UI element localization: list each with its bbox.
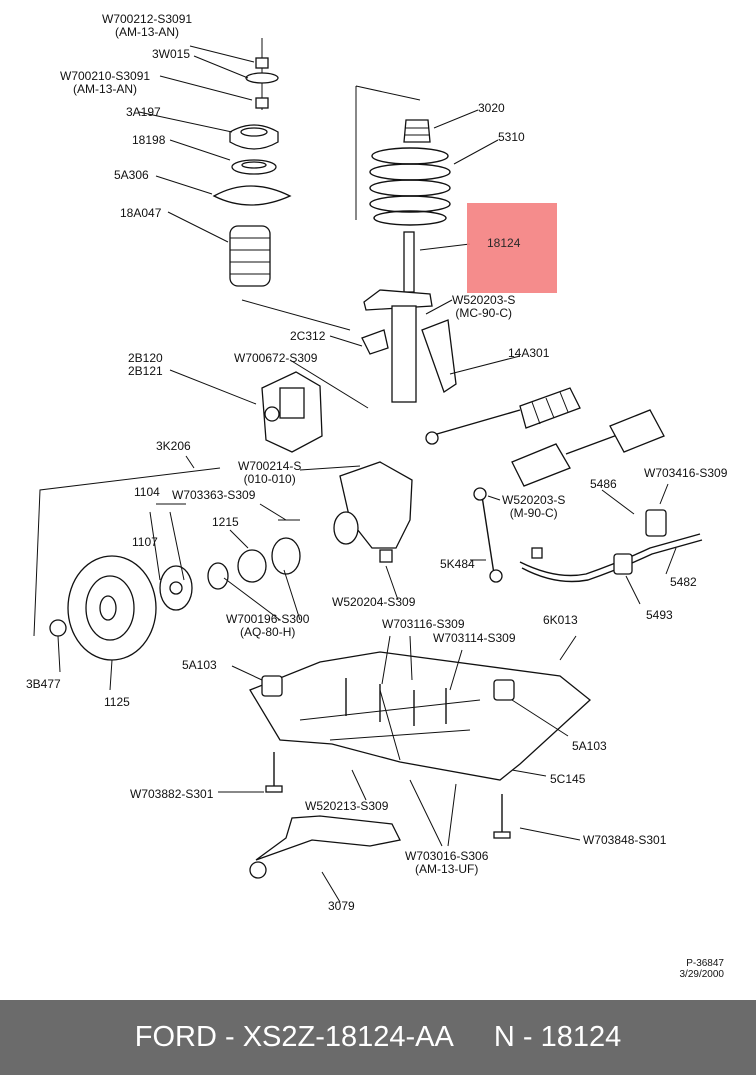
label-w703416: W703416-S309: [644, 466, 728, 480]
lower-control-arm-icon: [249, 815, 401, 879]
caliper-icon: [261, 371, 323, 453]
label-w520203-m: W520203-S(M-90-C): [502, 494, 565, 520]
label-1125: 1125: [104, 695, 130, 709]
label-6k013: 6K013: [543, 613, 578, 627]
brake-rotor-icon: [49, 555, 157, 661]
footer-reference: N - 18124: [493, 1021, 622, 1053]
label-w703363: W703363-S309: [172, 488, 256, 502]
label-line: 2B121: [128, 364, 163, 378]
label-3k206: 3K206: [156, 439, 191, 453]
footer-part-number: FORD - XS2Z-18124-AA: [134, 1021, 454, 1053]
label-w703016: W703016-S306(AM-13-UF): [405, 850, 488, 876]
label-w703114: W703114-S309: [433, 631, 516, 645]
shock-absorber-icon: [363, 231, 457, 403]
highlight-box: 18124: [467, 203, 557, 293]
tie-rod-icon: [425, 387, 581, 445]
label-line: (AM-13-AN): [73, 82, 138, 96]
drawing-id: P-36847: [686, 958, 724, 969]
label-w520203-mc: W520203-S(MC-90-C): [452, 294, 515, 320]
label-line: W700214-S: [238, 459, 302, 473]
label-line: (AQ-80-H): [240, 625, 296, 639]
subframe-icon: [249, 651, 591, 839]
drawing-date: 3/29/2000: [679, 969, 725, 980]
label-1107: 1107: [132, 535, 158, 549]
label-line: (AM-13-UF): [415, 862, 479, 876]
footer-bar: FORD - XS2Z-18124-AA N - 18124: [0, 1000, 756, 1075]
label-w703116: W703116-S309: [382, 617, 465, 631]
label-w700210: W700210-S3091(AM-13-AN): [60, 70, 150, 96]
drawing-stamp: P-36847 3/29/2000: [680, 958, 725, 980]
label-5486: 5486: [590, 477, 617, 491]
label-w700196: W700196-S300(AQ-80-H): [226, 613, 309, 639]
label-w703882: W703882-S301: [130, 787, 214, 801]
label-14a301: 14A301: [508, 346, 550, 360]
label-18198: 18198: [132, 133, 166, 147]
bearing-icon: [207, 519, 301, 590]
boot-icon: [229, 225, 271, 287]
diagram-art: [33, 38, 703, 903]
label-5a103-right: 5A103: [572, 739, 607, 753]
label-line: (AM-13-AN): [115, 25, 180, 39]
label-5c145: 5C145: [550, 772, 586, 786]
label-3079: 3079: [328, 899, 355, 913]
stabilizer-bar-icon: [519, 509, 703, 583]
label-line: 2B120: [128, 351, 163, 365]
bump-stop-icon: [403, 119, 431, 143]
label-5a103-left: 5A103: [182, 658, 217, 672]
highlight-part-label: 18124: [487, 236, 521, 250]
label-3a197: 3A197: [126, 105, 161, 119]
top-nut-icon: [245, 38, 279, 110]
label-1215: 1215: [212, 515, 239, 529]
label-3020: 3020: [478, 101, 505, 115]
stabilizer-link-icon: [473, 487, 543, 583]
label-w700214: W700214-S(010-010): [238, 460, 301, 486]
label-w520204: W520204-S309: [332, 595, 416, 609]
label-5493: 5493: [646, 608, 673, 622]
label-5a306: 5A306: [114, 168, 149, 182]
label-line: (010-010): [243, 472, 296, 486]
knuckle-icon: [333, 461, 413, 563]
label-5k484: 5K484: [440, 557, 475, 571]
label-18a047: 18A047: [120, 206, 162, 220]
label-line: W700210-S3091: [60, 69, 151, 83]
label-3b477: 3B477: [26, 677, 61, 691]
label-w700672: W700672-S309: [234, 351, 318, 365]
hub-icon: [159, 565, 193, 611]
label-line: W700212-S3091: [102, 12, 193, 26]
strut-mount-icon: [212, 124, 292, 206]
label-1104: 1104: [134, 485, 160, 499]
label-5310: 5310: [498, 130, 525, 144]
label-3w015: 3W015: [152, 47, 191, 61]
half-shaft-icon: [511, 409, 665, 487]
label-5482: 5482: [670, 575, 697, 589]
label-w700212: W700212-S3091(AM-13-AN): [102, 13, 192, 39]
label-w703848: W703848-S301: [583, 833, 667, 847]
bracket-icon: [361, 329, 389, 355]
label-line: (M-90-C): [509, 506, 558, 520]
label-line: W703016-S306: [405, 849, 489, 863]
label-line: (MC-90-C): [455, 306, 513, 320]
coil-spring-icon: [369, 147, 451, 226]
label-w520213: W520213-S309: [305, 799, 389, 813]
label-line: W520203-S: [502, 493, 566, 507]
label-line: W520203-S: [452, 293, 516, 307]
label-2c312: 2C312: [290, 329, 326, 343]
label-line: W700196-S300: [226, 612, 310, 626]
